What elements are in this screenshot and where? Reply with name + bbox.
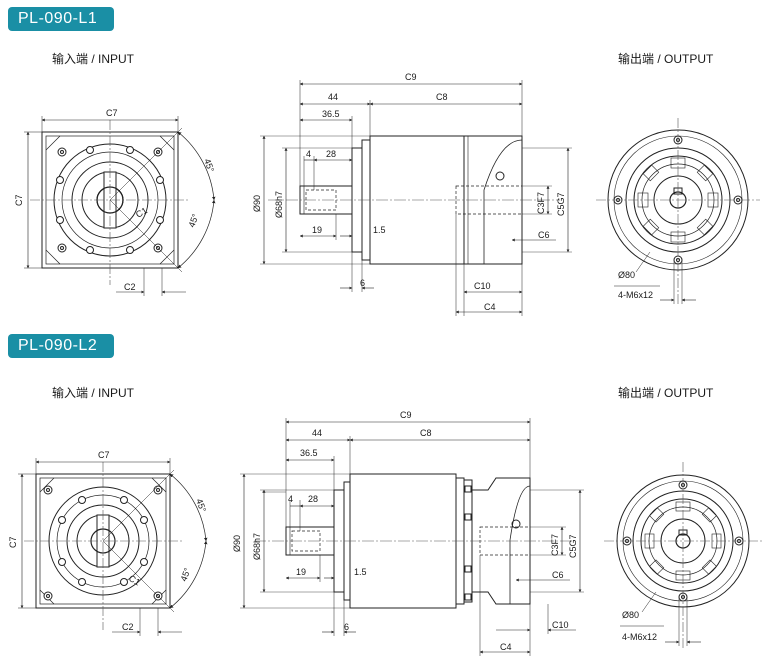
- dim-c10-l2: C10: [552, 620, 569, 630]
- dim-c4-l2: C4: [500, 642, 512, 652]
- model-tag-l1: PL-090-L1: [8, 7, 114, 31]
- dim-dia90-l1: Ø90: [252, 195, 262, 212]
- dim-44-l2: 44: [312, 428, 322, 438]
- dim-c7-height-l1: C7: [14, 194, 24, 206]
- section-l1: C7 C7 45° 45° C1 C2: [14, 72, 760, 316]
- dim-angle-top-l1: 45°: [202, 157, 216, 174]
- dim-dia68-l1: Ø68h7: [274, 191, 284, 218]
- dim-angle-bottom-l1: 45°: [186, 212, 200, 229]
- dim-c4-l1: C4: [484, 302, 496, 312]
- dim-c9-l2: C9: [400, 410, 412, 420]
- output-view-l1: [596, 118, 760, 305]
- dim-angle-bottom-l2: 45°: [178, 566, 192, 583]
- dim-c8-l2: C8: [420, 428, 432, 438]
- dim-28-l2: 28: [308, 494, 318, 504]
- dim-c5-l2: C5G7: [568, 534, 578, 558]
- dim-19-l1: 19: [312, 225, 322, 235]
- dim-holes-l1: 4-M6x12: [618, 290, 653, 300]
- dim-c2-l2: C2: [122, 622, 134, 632]
- input-front-view-l1: [24, 116, 216, 296]
- dim-holes-l2: 4-M6x12: [622, 632, 657, 642]
- dim-36-5-l1: 36.5: [322, 109, 340, 119]
- output-label-l1: 输出端 / OUTPUT: [618, 52, 714, 66]
- dim-c2-l1: C2: [124, 282, 136, 292]
- output-label-l2: 输出端 / OUTPUT: [618, 386, 714, 400]
- side-view-l1: [260, 80, 572, 316]
- dim-6-l1: 6: [360, 278, 365, 288]
- dim-1-5-l2: 1.5: [354, 567, 367, 577]
- input-label-l2: 输入端 / INPUT: [52, 386, 135, 400]
- dim-pcd-l1: Ø80: [618, 270, 635, 280]
- dim-c5-l1: C5G7: [556, 192, 566, 216]
- model-tag-l2: PL-090-L2: [8, 334, 114, 358]
- dim-c3-l1: C3F7: [536, 192, 546, 214]
- dim-1-5-l1: 1.5: [373, 225, 386, 235]
- dim-dia68-l2: Ø68h7: [252, 533, 262, 560]
- dim-dia90-l2: Ø90: [232, 535, 242, 552]
- dim-19-l2: 19: [296, 567, 306, 577]
- dim-c10-l1: C10: [474, 281, 491, 291]
- dim-c8-l1: C8: [436, 92, 448, 102]
- dim-c6-l2: C6: [552, 570, 564, 580]
- dim-6-l2: 6: [344, 622, 349, 632]
- dim-c7-width-l2: C7: [98, 450, 110, 460]
- dim-angle-top-l2: 45°: [194, 497, 208, 514]
- dim-28-l1: 28: [326, 149, 336, 159]
- dim-keyway-l2: C1: [127, 573, 142, 587]
- dim-36-5-l2: 36.5: [300, 448, 318, 458]
- input-front-view-l2: [18, 458, 208, 636]
- dim-c6-l1: C6: [538, 230, 550, 240]
- side-view-l2: [240, 418, 584, 656]
- dim-4-l1: 4: [306, 149, 311, 159]
- dim-c7-height-l2: C7: [8, 536, 18, 548]
- dim-keyway-l1: C1: [134, 205, 149, 219]
- dim-44-l1: 44: [328, 92, 338, 102]
- dim-pcd-l2: Ø80: [622, 610, 639, 620]
- section-l2: C7 C7 45° 45° C1 C2: [8, 410, 762, 656]
- input-label-l1: 输入端 / INPUT: [52, 52, 135, 66]
- output-view-l2: [604, 462, 762, 650]
- dim-c9-l1: C9: [405, 72, 417, 82]
- dim-c3-l2: C3F7: [550, 534, 560, 556]
- dim-c7-width-l1: C7: [106, 108, 118, 118]
- dim-4-l2: 4: [288, 494, 293, 504]
